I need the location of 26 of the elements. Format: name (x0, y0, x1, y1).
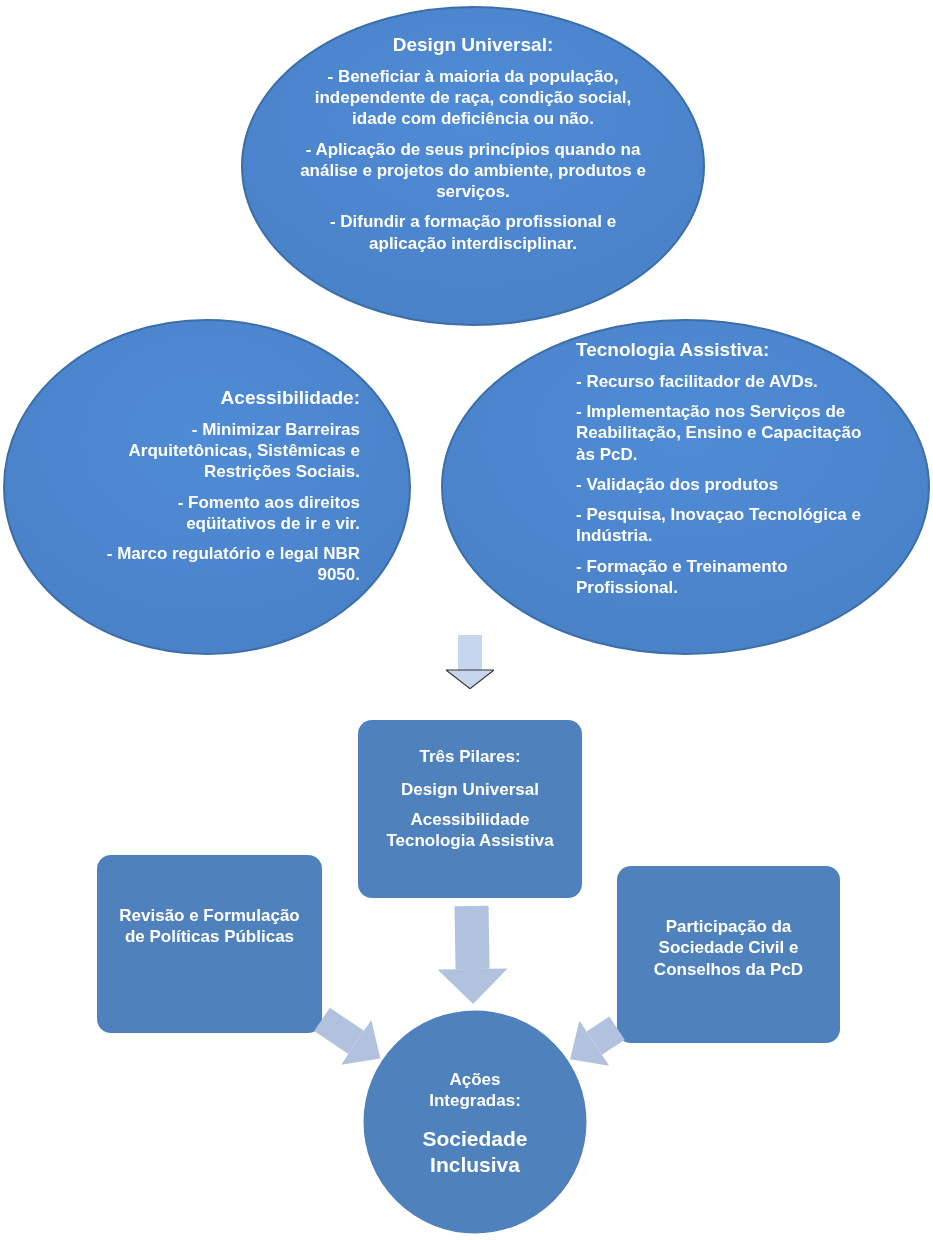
body-text: - Recurso facilitador de AVDs. (576, 370, 819, 392)
heading-text: Tecnologia Assistiva: (576, 338, 771, 362)
body-text: Sociedade Inclusiva (421, 1125, 529, 1178)
heading-text: Três Pilares: (418, 746, 522, 768)
body-text: Revisão e Formulação de Políticas Públicas (119, 905, 300, 948)
heading-text: Acessibilidade: (219, 386, 360, 410)
body-text: - Pesquisa, Inovaçao Tecnológica e Indústria. (576, 504, 862, 547)
block-arrow (437, 905, 508, 1004)
body-text: - Validação dos produtos (576, 473, 780, 495)
body-text: - Formação e Treinamento Profissional. (576, 555, 789, 598)
heading-text: Ações Integradas: (428, 1069, 522, 1112)
body-text: - Minimizar Barreiras Arquitetônicas, Sistêmicas e Restrições Sociais. (127, 418, 360, 483)
body-text: Acessibilidade (409, 808, 531, 830)
body-text: Tecnologia Assistiva (385, 829, 555, 851)
body-text: Participação da Sociedade Civil e Conselhos da PcD (652, 916, 805, 980)
body-text: - Beneficiar à maioria da população, independente de raça, condição social, idade com deficiência ou não. (313, 65, 633, 130)
block-arrow (445, 635, 495, 690)
block-arrow (314, 1007, 381, 1065)
body-text: - Aplicação de seus princípios quando na análise e projetos do ambiente, produtos e serviços. (299, 138, 647, 203)
body-text: - Implementação nos Serviços de Reabilitação, Ensino e Capacitação às PcD. (576, 401, 863, 465)
body-text: - Marco regulatório e legal NBR 9050. (105, 543, 360, 586)
heading-text: Design Universal: (391, 33, 555, 57)
body-text: Design Universal (400, 779, 540, 801)
body-text: - Difundir a formação profissional e aplicação interdisciplinar. (328, 211, 618, 254)
body-text: - Fomento aos direitos eqüitativos de ir e vir. (176, 491, 360, 534)
block-arrow (570, 1016, 625, 1066)
